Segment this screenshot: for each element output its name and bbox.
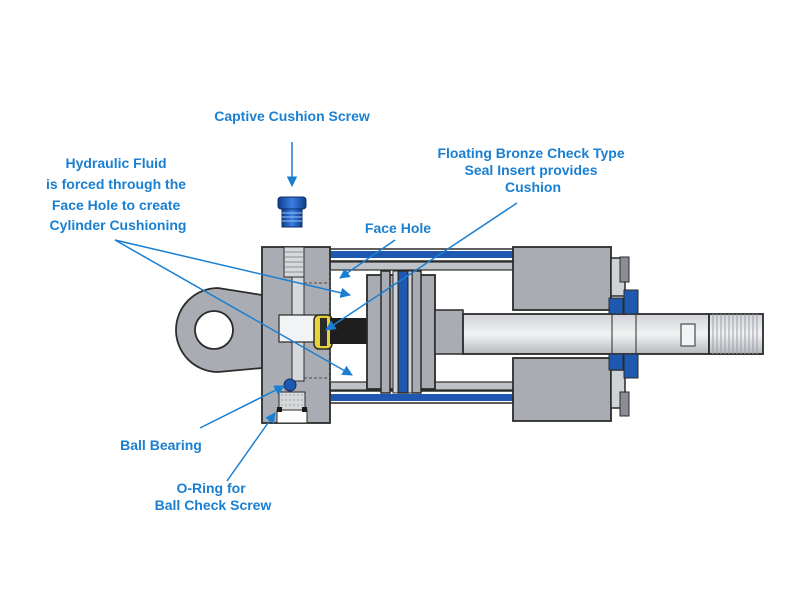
arrow-face-hole (339, 239, 396, 279)
label-face-hole: Face Hole (365, 220, 431, 236)
arrow-ball-bearing (199, 385, 285, 429)
label-o-ring: O-Ring for Ball Check Screw (155, 480, 272, 513)
piston-rod (462, 313, 764, 355)
arrow-o-ring (226, 412, 276, 482)
label-ball-bearing: Ball Bearing (120, 437, 202, 453)
arrow-hydraulic-lower (114, 239, 353, 376)
o-ring (277, 407, 307, 412)
cushion-spear (330, 318, 370, 344)
captive-cushion-screw (277, 196, 307, 228)
diagram-labels: Captive Cushion Screw Hydraulic Fluid is… (46, 108, 628, 513)
clevis-mount (175, 287, 263, 373)
head-end-block (512, 246, 639, 422)
label-floating-seal: Floating Bronze Check Type Seal Insert p… (437, 145, 628, 195)
label-captive-cushion-screw: Captive Cushion Screw (214, 108, 370, 124)
label-hydraulic-fluid: Hydraulic Fluid is forced through the Fa… (46, 155, 190, 233)
arrow-floating-seal (325, 202, 518, 331)
floating-bronze-seal (313, 314, 333, 350)
piston (366, 270, 464, 394)
leader-lines (114, 142, 518, 482)
ball-bearing (283, 378, 297, 392)
arrow-hydraulic-upper (114, 239, 352, 298)
